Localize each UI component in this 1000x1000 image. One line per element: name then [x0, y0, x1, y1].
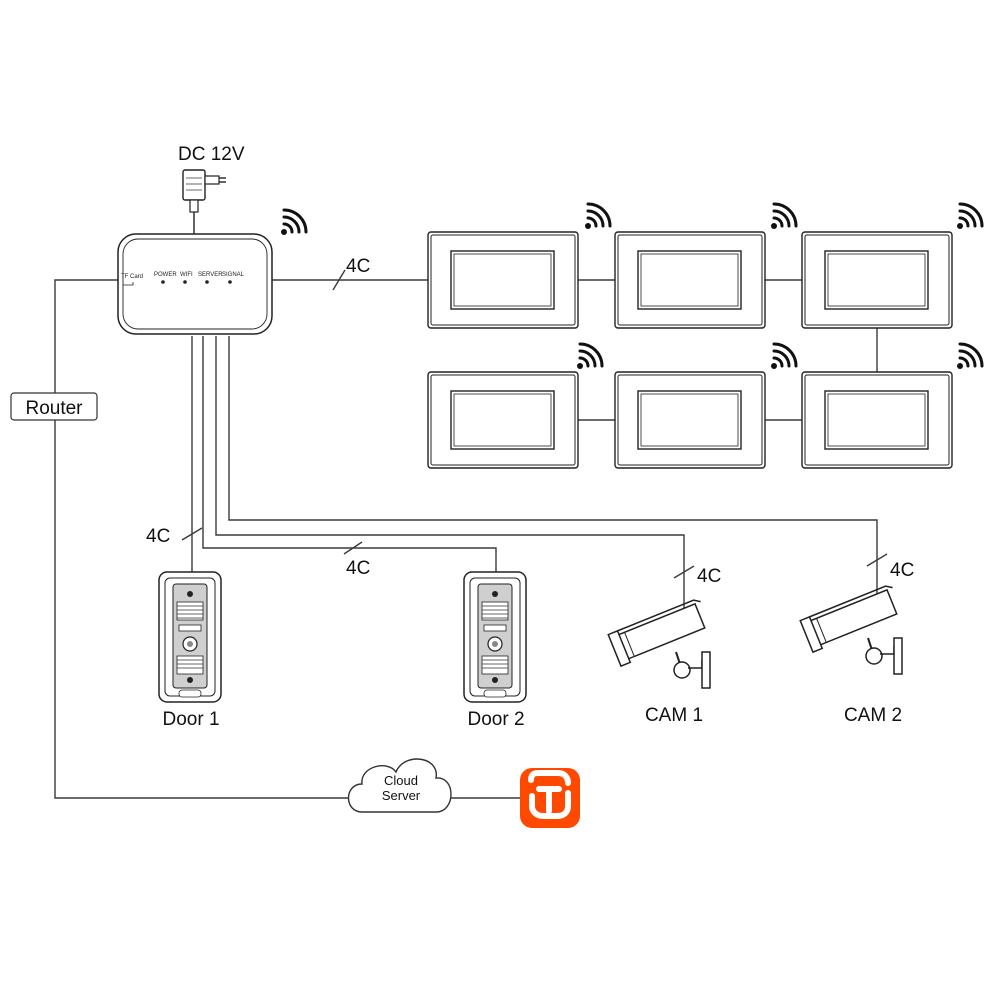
cloud-label-line2: Server [382, 788, 421, 803]
door2-wire [202, 336, 497, 572]
cam2-label: CAM 2 [844, 705, 902, 726]
router-button[interactable]: Router [10, 392, 98, 421]
door1-label: Door 1 [162, 709, 219, 730]
door1-wire-label: 4C [146, 526, 170, 547]
camera-icon[interactable] [607, 596, 713, 689]
power-led [161, 280, 165, 284]
cam1-label: CAM 1 [645, 705, 703, 726]
monitor-2[interactable] [614, 231, 766, 329]
cam2-wire-label: 4C [890, 560, 914, 581]
wifi-icon [769, 202, 798, 231]
cam2-wire [228, 336, 878, 594]
monitor-wire-label: 4C [346, 256, 370, 277]
wifi-icon [583, 202, 612, 231]
monitor-6[interactable] [801, 371, 953, 469]
monitor-3[interactable] [801, 231, 953, 329]
indicator-wifi-label: WIFI [180, 272, 193, 278]
wifi-icon [955, 202, 984, 231]
power-adapter-icon [182, 169, 226, 234]
wifi-icon [279, 208, 308, 237]
wifi-icon [955, 342, 984, 371]
server-led [205, 280, 209, 284]
doorbell-icon[interactable] [158, 571, 222, 703]
hub-unit[interactable]: TF Card POWER WIFI SERVER SIGNAL [117, 233, 273, 335]
cam1-wire-label: 4C [697, 566, 721, 587]
wifi-icon [575, 342, 604, 371]
wifi-icon [769, 342, 798, 371]
doorbell-icon[interactable] [463, 571, 527, 703]
power-label: DC 12V [178, 144, 245, 165]
tf-card-label: TF Card [121, 274, 143, 280]
camera-icon[interactable] [799, 582, 905, 675]
tuya-app-icon[interactable] [520, 768, 580, 828]
indicator-server-label: SERVER [198, 272, 223, 278]
cloud-icon [347, 758, 452, 813]
door2-label: Door 2 [467, 709, 524, 730]
monitor-1[interactable] [427, 231, 579, 329]
indicator-signal-label: SIGNAL [222, 272, 245, 278]
router-wire [54, 279, 350, 799]
router-label: Router [25, 398, 83, 419]
signal-led [228, 280, 232, 284]
indicator-power-label: POWER [154, 272, 177, 278]
wifi-led [183, 280, 187, 284]
monitor-4[interactable] [427, 371, 579, 469]
monitor-5[interactable] [614, 371, 766, 469]
door2-wire-label: 4C [346, 558, 370, 579]
cloud-label-line1: Cloud [384, 773, 418, 788]
